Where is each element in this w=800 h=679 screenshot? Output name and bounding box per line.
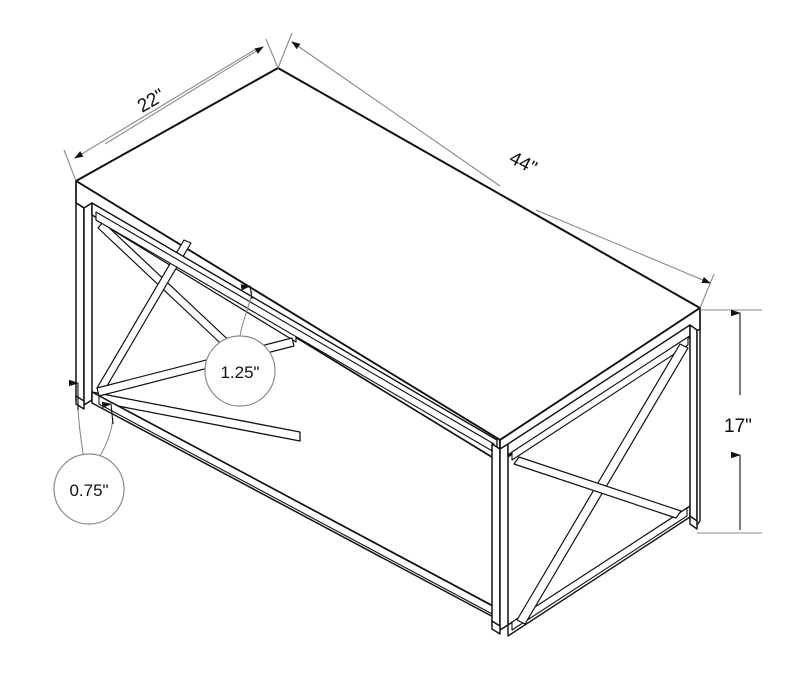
callout-leader-stretcher-leg <box>77 401 84 455</box>
lower-stretcher-rail <box>91 391 500 621</box>
dim-arrow-length-right <box>535 209 711 284</box>
dim-arrow-depth-left <box>74 48 257 159</box>
stretcher-thickness-label: 0.75" <box>69 481 108 500</box>
callout-arrow-frame <box>240 284 253 300</box>
length-dimension-label: 44" <box>506 148 540 179</box>
depth-dimension-label: 22" <box>134 85 169 117</box>
ext-line-depth-left <box>63 149 77 182</box>
callout-circle-stretcher <box>53 453 125 525</box>
callout-leader-stretcher-rail <box>99 417 114 457</box>
ext-line-length-left <box>277 32 293 69</box>
length-dimension <box>277 32 715 309</box>
callout-arrow-stretcher-rail <box>101 401 114 425</box>
leg-front-center <box>491 443 509 635</box>
height-dimension <box>697 309 762 534</box>
frame-thickness-callout <box>204 284 276 407</box>
height-dimension-label: 17" <box>724 416 752 437</box>
dim-arrow-length-left <box>291 41 501 187</box>
depth-dimension <box>63 38 279 182</box>
right-end-panel <box>507 324 691 637</box>
stretcher-thickness-callout <box>53 379 125 525</box>
ext-line-length-right <box>699 273 715 309</box>
frame-thickness-label: 1.25" <box>220 363 259 382</box>
ext-line-depth-right <box>265 38 279 69</box>
leg-back-left <box>75 202 93 410</box>
leg-back-right <box>689 324 701 530</box>
table-body <box>75 67 701 637</box>
dim-arrow-depth-right <box>104 46 264 145</box>
